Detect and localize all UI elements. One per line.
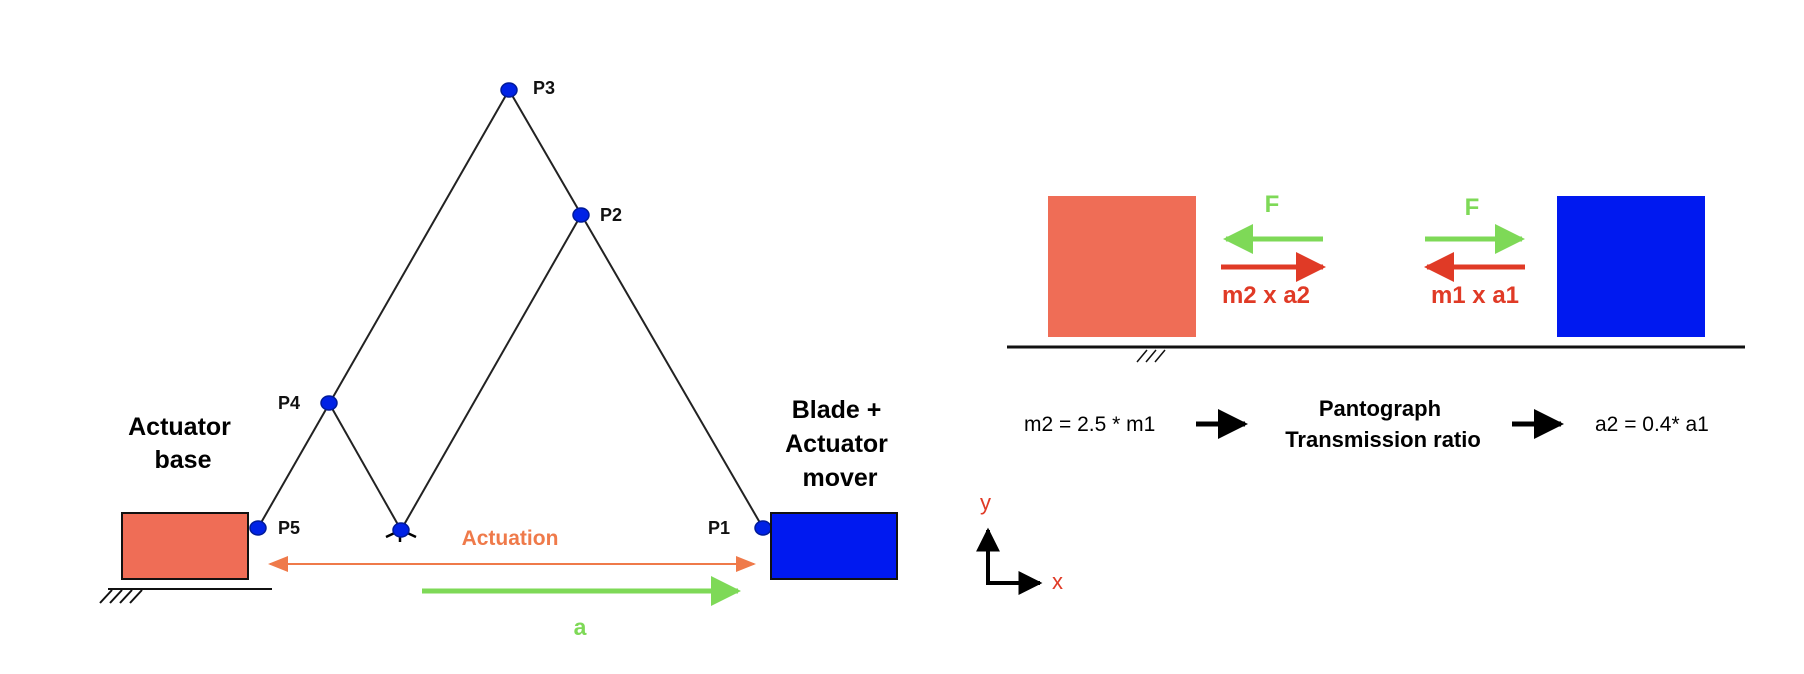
actuator-base-label: Actuator base xyxy=(128,413,238,474)
joint-p3 xyxy=(500,82,518,98)
link-p4-pivot xyxy=(328,402,402,531)
joint-p5 xyxy=(249,520,267,536)
pantograph-mechanism: P3 P2 P4 P5 P1 Actuator base Blade + Act… xyxy=(99,78,898,640)
fbd-base-block xyxy=(1048,196,1196,337)
joint-p4 xyxy=(320,395,338,411)
actuator-base-label-line1: Actuator xyxy=(128,413,231,441)
blade-mover-label-line1: Blade + xyxy=(792,396,882,424)
inertia-label-right: m1 x a1 xyxy=(1431,282,1519,309)
acceleration-equation: a2 = 0.4* a1 xyxy=(1595,413,1709,436)
mass-equation: m2 = 2.5 * m1 xyxy=(1024,413,1155,436)
joint-p1 xyxy=(754,520,772,536)
force-label-right: F xyxy=(1465,194,1480,221)
transmission-label: Pantograph Transmission ratio xyxy=(1285,396,1481,452)
base-ground-hatch xyxy=(99,589,143,604)
blade-mover-label: Blade + Actuator mover xyxy=(785,396,895,492)
label-p4: P4 xyxy=(278,393,300,413)
label-p5: P5 xyxy=(278,518,300,538)
fbd-mover-block xyxy=(1557,196,1705,337)
blade-mover-label-line3: mover xyxy=(802,464,877,492)
pantograph-joints xyxy=(249,82,772,538)
inertia-label-left: m2 x a2 xyxy=(1222,282,1310,309)
actuator-base-block xyxy=(121,512,249,580)
joint-pivot xyxy=(392,522,410,538)
free-body-diagram: F m2 x a2 F m1 x a1 xyxy=(1007,191,1745,363)
blade-mover-label-line2: Actuator xyxy=(785,430,888,458)
transmission-label-line2: Transmission ratio xyxy=(1285,427,1481,452)
link-pivot-p2 xyxy=(400,214,582,531)
coordinate-axes: y x xyxy=(976,490,1063,595)
label-p2: P2 xyxy=(600,205,622,225)
y-axis-label: y xyxy=(980,490,991,515)
fbd-ground-hatch xyxy=(1136,349,1166,363)
actuator-base-label-line2: base xyxy=(155,446,212,474)
link-p5-p3 xyxy=(257,89,510,529)
actuation-label: Actuation xyxy=(462,527,559,550)
transmission-relation: m2 = 2.5 * m1 Pantograph Transmission ra… xyxy=(1024,396,1709,452)
force-label-left: F xyxy=(1265,191,1280,218)
pantograph-links xyxy=(257,89,764,531)
joint-p2 xyxy=(572,207,590,223)
label-p3: P3 xyxy=(533,78,555,98)
x-axis-label: x xyxy=(1052,569,1063,594)
acceleration-label: a xyxy=(574,614,587,640)
actuator-mover-block xyxy=(770,512,898,580)
transmission-label-line1: Pantograph xyxy=(1319,396,1441,421)
link-p3-p1 xyxy=(508,89,764,529)
label-p1: P1 xyxy=(708,518,730,538)
